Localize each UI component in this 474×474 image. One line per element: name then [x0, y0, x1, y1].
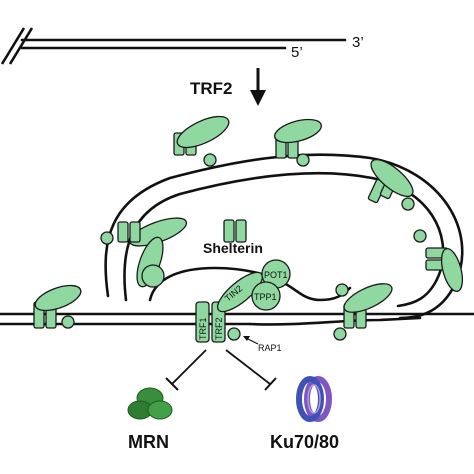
label-3prime: 3’: [352, 34, 364, 51]
rap1-circle: [227, 327, 241, 341]
rap1-label: RAP1: [258, 343, 282, 353]
shelterin-label: Shelterin: [203, 240, 263, 256]
shelterin-labeled: Shelterin TRF1 TRF2 TIN2 POT1 TPP1 RAP1: [195, 240, 291, 353]
mrn-complex-icon: [127, 387, 173, 420]
shelterin-loop-5: [100, 217, 247, 247]
shelterin-loop-3: [367, 158, 415, 211]
rap1-pointer-arrow: [243, 336, 259, 345]
trf2-small-label: TRF2: [214, 318, 224, 341]
down-arrow-icon: [250, 68, 266, 106]
shelterin-duplex-left: [33, 284, 82, 329]
shelterin-loop-2: [274, 118, 322, 167]
trf2-arrow-label: TRF2: [190, 79, 233, 98]
tpp1-circle: [251, 281, 281, 311]
pot1-label: POT1: [264, 270, 288, 280]
linear-telomere: 3’ 5’: [0, 27, 364, 65]
label-5prime: 5’: [291, 44, 303, 61]
inhibition-icon: [165, 349, 207, 391]
trf1-box: [195, 301, 210, 343]
double-slash-break-icon: [0, 27, 34, 65]
shelterin-loop-4: [413, 229, 464, 293]
trf1-label: TRF1: [198, 318, 208, 341]
shelterin-loop-1: [173, 115, 230, 167]
shelterin-duplex-right: [333, 283, 393, 341]
inhibition-icon: [225, 349, 277, 391]
loop-inner-strand: [123, 171, 445, 308]
mrn-label: MRN: [128, 432, 169, 452]
tpp1-label: TPP1: [254, 292, 277, 302]
shelterin-loop-6: [117, 221, 165, 288]
ku-label: Ku70/80: [270, 432, 339, 452]
ku-ring-icon: [296, 376, 332, 422]
duplex-strand-bottom-right: [248, 316, 422, 326]
